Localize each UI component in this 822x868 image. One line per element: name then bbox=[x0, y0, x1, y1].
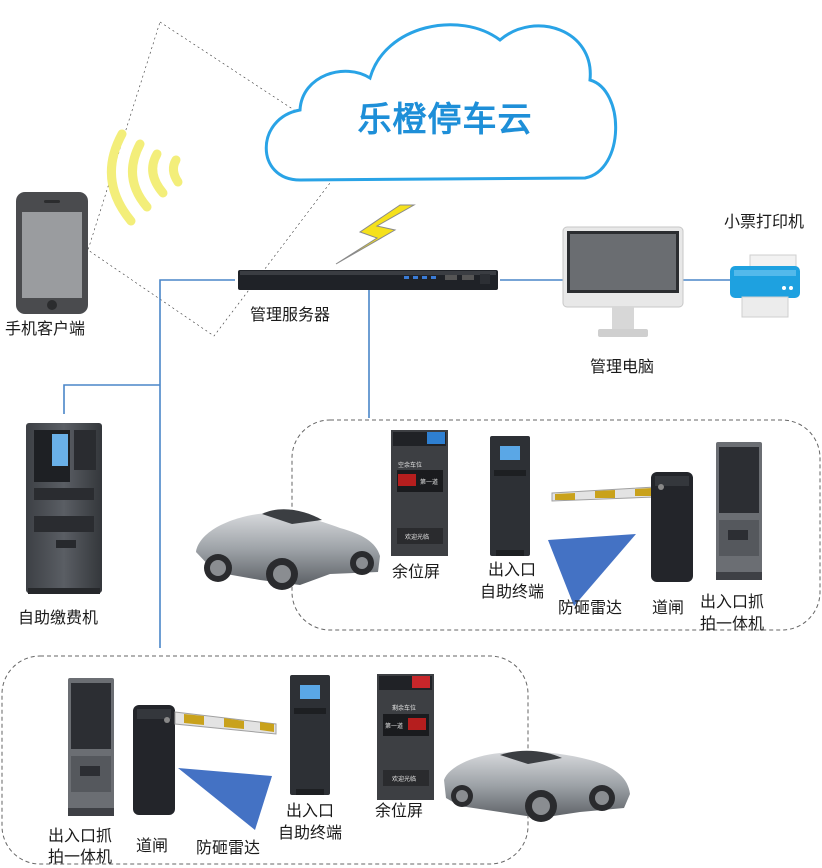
car-top bbox=[196, 509, 380, 590]
lane-bottom-camera-label-2: 拍一体机 bbox=[48, 847, 113, 866]
lane-top-camera-label-2: 拍一体机 bbox=[700, 614, 765, 633]
display-top-text-c: 欢迎光临 bbox=[405, 533, 429, 541]
lane-bottom-display-label: 余位屏 bbox=[375, 801, 424, 820]
display-bottom-text-b: 第一道 bbox=[385, 722, 403, 730]
phone-label: 手机客户端 bbox=[5, 319, 86, 338]
lane-bottom-barrier-label: 道闸 bbox=[136, 836, 169, 855]
cloud-title: 乐橙停车云 bbox=[357, 100, 533, 140]
lane-top-display-label: 余位屏 bbox=[392, 562, 441, 581]
barrier-arm-bottom bbox=[174, 711, 277, 735]
kiosk-icon bbox=[26, 423, 102, 594]
lane-bottom-terminal-label-2: 自助终端 bbox=[277, 823, 342, 842]
car-bottom bbox=[444, 750, 630, 822]
connector-lines bbox=[63, 279, 730, 648]
cloud-shape bbox=[264, 23, 618, 182]
lane-top-terminal-label-2: 自助终端 bbox=[479, 582, 544, 601]
lane-bottom-camera-label-1: 出入口抓 bbox=[48, 826, 113, 845]
display-post-top bbox=[391, 430, 448, 556]
printer-label: 小票打印机 bbox=[724, 212, 805, 231]
radar-bottom-icon bbox=[178, 768, 272, 830]
camera-kiosk-top bbox=[716, 442, 762, 580]
kiosk-label: 自助缴费机 bbox=[18, 608, 99, 627]
radar-top-icon bbox=[548, 534, 636, 606]
lane-top-radar-label: 防砸雷达 bbox=[558, 598, 623, 617]
display-top-text-b: 第一道 bbox=[420, 478, 438, 486]
terminal-bottom bbox=[290, 675, 330, 795]
lane-top-barrier-label: 道闸 bbox=[652, 598, 685, 617]
server-icon bbox=[238, 270, 498, 290]
display-bottom-text-c: 欢迎光临 bbox=[392, 775, 416, 783]
pc-label: 管理电脑 bbox=[590, 357, 655, 376]
lane-top-terminal-label-1: 出入口 bbox=[487, 560, 536, 579]
wifi-signal-icon bbox=[106, 129, 183, 226]
lane-bottom-terminal-label-1: 出入口 bbox=[285, 801, 334, 820]
lightning-icon bbox=[335, 204, 416, 265]
terminal-top bbox=[490, 436, 530, 556]
cloud-link-dashed-frame bbox=[87, 21, 356, 337]
server-label: 管理服务器 bbox=[250, 305, 331, 324]
barrier-gate-top bbox=[651, 472, 693, 582]
lane-top-camera-label-1: 出入口抓 bbox=[700, 592, 765, 611]
barrier-gate-bottom bbox=[133, 705, 175, 815]
camera-kiosk-bottom bbox=[68, 678, 114, 816]
phone-icon bbox=[16, 192, 88, 314]
display-post-bottom bbox=[377, 674, 434, 800]
printer-icon bbox=[730, 254, 800, 318]
display-top-text-a: 空余车位 bbox=[398, 461, 422, 469]
barrier-arm-top bbox=[551, 486, 656, 502]
lane-bottom-radar-label: 防砸雷达 bbox=[196, 838, 261, 857]
monitor-icon bbox=[562, 226, 684, 337]
display-bottom-text-a: 剩余车位 bbox=[392, 704, 416, 712]
